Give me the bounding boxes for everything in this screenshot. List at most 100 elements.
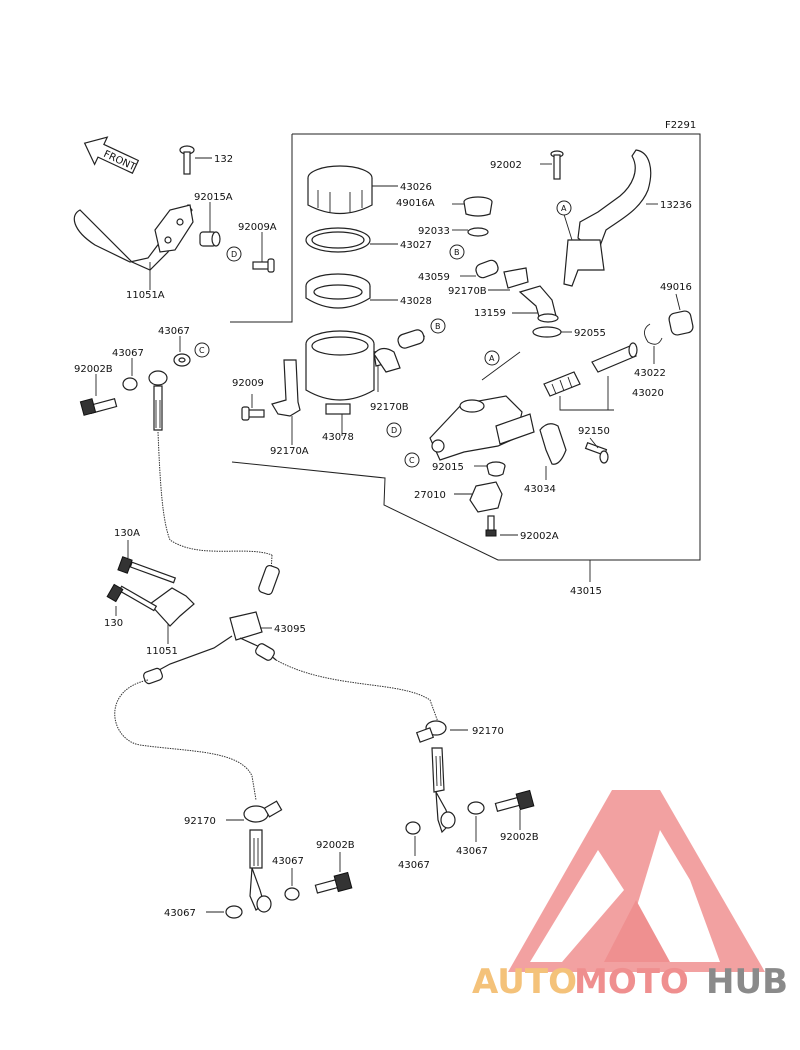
- svg-text:D: D: [391, 426, 397, 435]
- reservoir-cap-43026-icon: [307, 165, 373, 214]
- label-43067-e: 43067: [456, 846, 488, 857]
- label-49016: 49016: [660, 282, 692, 293]
- label-92170A: 92170A: [270, 446, 309, 457]
- label-43027: 43027: [400, 240, 432, 251]
- label-92170-left: 92170: [184, 816, 216, 827]
- callout-c-left: C: [194, 342, 210, 358]
- label-13236: 13236: [660, 200, 692, 211]
- reservoir-body-43078-icon: [305, 330, 393, 415]
- label-43078: 43078: [322, 432, 354, 443]
- svg-text:C: C: [409, 456, 415, 465]
- label-43067-c: 43067: [272, 856, 304, 867]
- label-43015: 43015: [570, 586, 602, 597]
- svg-text:D: D: [231, 250, 237, 259]
- label-11051: 11051: [146, 646, 178, 657]
- label-92002B-bl: 92002B: [316, 840, 355, 851]
- label-92150: 92150: [578, 426, 610, 437]
- hose-upper: [157, 431, 273, 556]
- hose-joint-icon: [143, 564, 280, 685]
- bracket-11051A-icon: [73, 204, 194, 271]
- hose-fitting-b-icon: [397, 329, 425, 349]
- boot-49016-icon: [668, 310, 694, 336]
- clamp-92170A-icon: [271, 359, 301, 417]
- bolt-92150-icon: [584, 441, 609, 464]
- label-43067-b: 43067: [112, 348, 144, 359]
- label-92009A: 92009A: [238, 222, 277, 233]
- screw-92002A-icon: [485, 515, 497, 537]
- label-27010: 27010: [414, 490, 446, 501]
- label-43067-d: 43067: [398, 860, 430, 871]
- washer-43067-f-icon: [225, 905, 243, 919]
- bolt-130-icon: [106, 583, 158, 612]
- label-49016A: 49016A: [396, 198, 435, 209]
- washer-43067-d-icon: [405, 821, 421, 835]
- label-43095: 43095: [274, 624, 306, 635]
- diaphragm-43028-icon: [305, 273, 371, 309]
- svg-text:B: B: [435, 322, 441, 331]
- collar-92015A-icon: [199, 231, 221, 247]
- label-43067-a: 43067: [158, 326, 190, 337]
- svg-text:A: A: [489, 354, 495, 363]
- label-92015: 92015: [432, 462, 464, 473]
- hose-lower-left: [114, 679, 257, 801]
- label-92002B-br: 92002B: [500, 832, 539, 843]
- assembly-frame: [231, 133, 701, 561]
- callout-c-body: C: [404, 452, 420, 468]
- label-92015A: 92015A: [194, 192, 233, 203]
- nut-92015-icon: [486, 461, 506, 477]
- label-92002A: 92002A: [520, 531, 559, 542]
- piston-assembly-icon: [543, 342, 638, 397]
- washer-43067-e-icon: [467, 801, 485, 815]
- label-92170-right: 92170: [472, 726, 504, 737]
- svg-text:C: C: [199, 346, 205, 355]
- figure-code: F2291: [665, 120, 696, 131]
- label-92002-top: 92002: [490, 160, 522, 171]
- label-132: 132: [214, 154, 233, 165]
- watermark-moto: MOTO: [574, 962, 689, 1002]
- label-43028: 43028: [400, 296, 432, 307]
- screw-92009-icon: [241, 406, 265, 421]
- label-92002B-left: 92002B: [74, 364, 113, 375]
- pivot-bolt-92002-icon: [550, 150, 564, 180]
- watermark-logo: [508, 790, 765, 972]
- svg-text:A: A: [561, 204, 567, 213]
- callout-b-top: B: [449, 244, 465, 260]
- label-43067-f: 43067: [164, 908, 196, 919]
- circlip-43022-icon: [644, 323, 663, 345]
- label-43059: 43059: [418, 272, 450, 283]
- callout-d-body: D: [386, 422, 402, 438]
- bolt-92002B-left-icon: [79, 398, 118, 416]
- master-cylinder-body-icon: [429, 395, 535, 461]
- ring-92033-icon: [467, 227, 489, 237]
- switch-27010-icon: [469, 481, 503, 513]
- clamp-92170B-mid-icon: [373, 347, 401, 373]
- label-92170B-mid: 92170B: [370, 402, 409, 413]
- label-130A: 130A: [114, 528, 140, 539]
- washer-43067-a-icon: [173, 353, 191, 367]
- watermark-auto: AUTO: [472, 962, 577, 1002]
- watermark-hub: HUB: [706, 962, 788, 1002]
- washer-43067-c-icon: [284, 887, 300, 901]
- cap-49016A-icon: [463, 196, 493, 217]
- svg-text:B: B: [454, 248, 460, 257]
- callout-a-body: A: [484, 350, 500, 366]
- washer-43067-b-icon: [122, 377, 138, 391]
- label-92170B-top: 92170B: [448, 286, 487, 297]
- elbow-13159-icon: [518, 285, 559, 323]
- screw-92009A-icon: [252, 258, 275, 273]
- banjo-left-icon: [148, 370, 168, 431]
- label-92009: 92009: [232, 378, 264, 389]
- hose-lower-right: [275, 659, 439, 723]
- banjo-lower-left-icon: [243, 800, 283, 913]
- callout-a-top: A: [556, 200, 572, 216]
- label-13159: 13159: [474, 308, 506, 319]
- callout-b-mid: B: [430, 318, 446, 334]
- diaphragm-plate-43027-icon: [305, 227, 371, 253]
- bolt-92002B-bl-icon: [314, 871, 353, 894]
- label-43026: 43026: [400, 182, 432, 193]
- label-43022: 43022: [634, 368, 666, 379]
- label-43020: 43020: [632, 388, 664, 399]
- label-43034: 43034: [524, 484, 556, 495]
- bolt-130A-icon: [117, 556, 177, 584]
